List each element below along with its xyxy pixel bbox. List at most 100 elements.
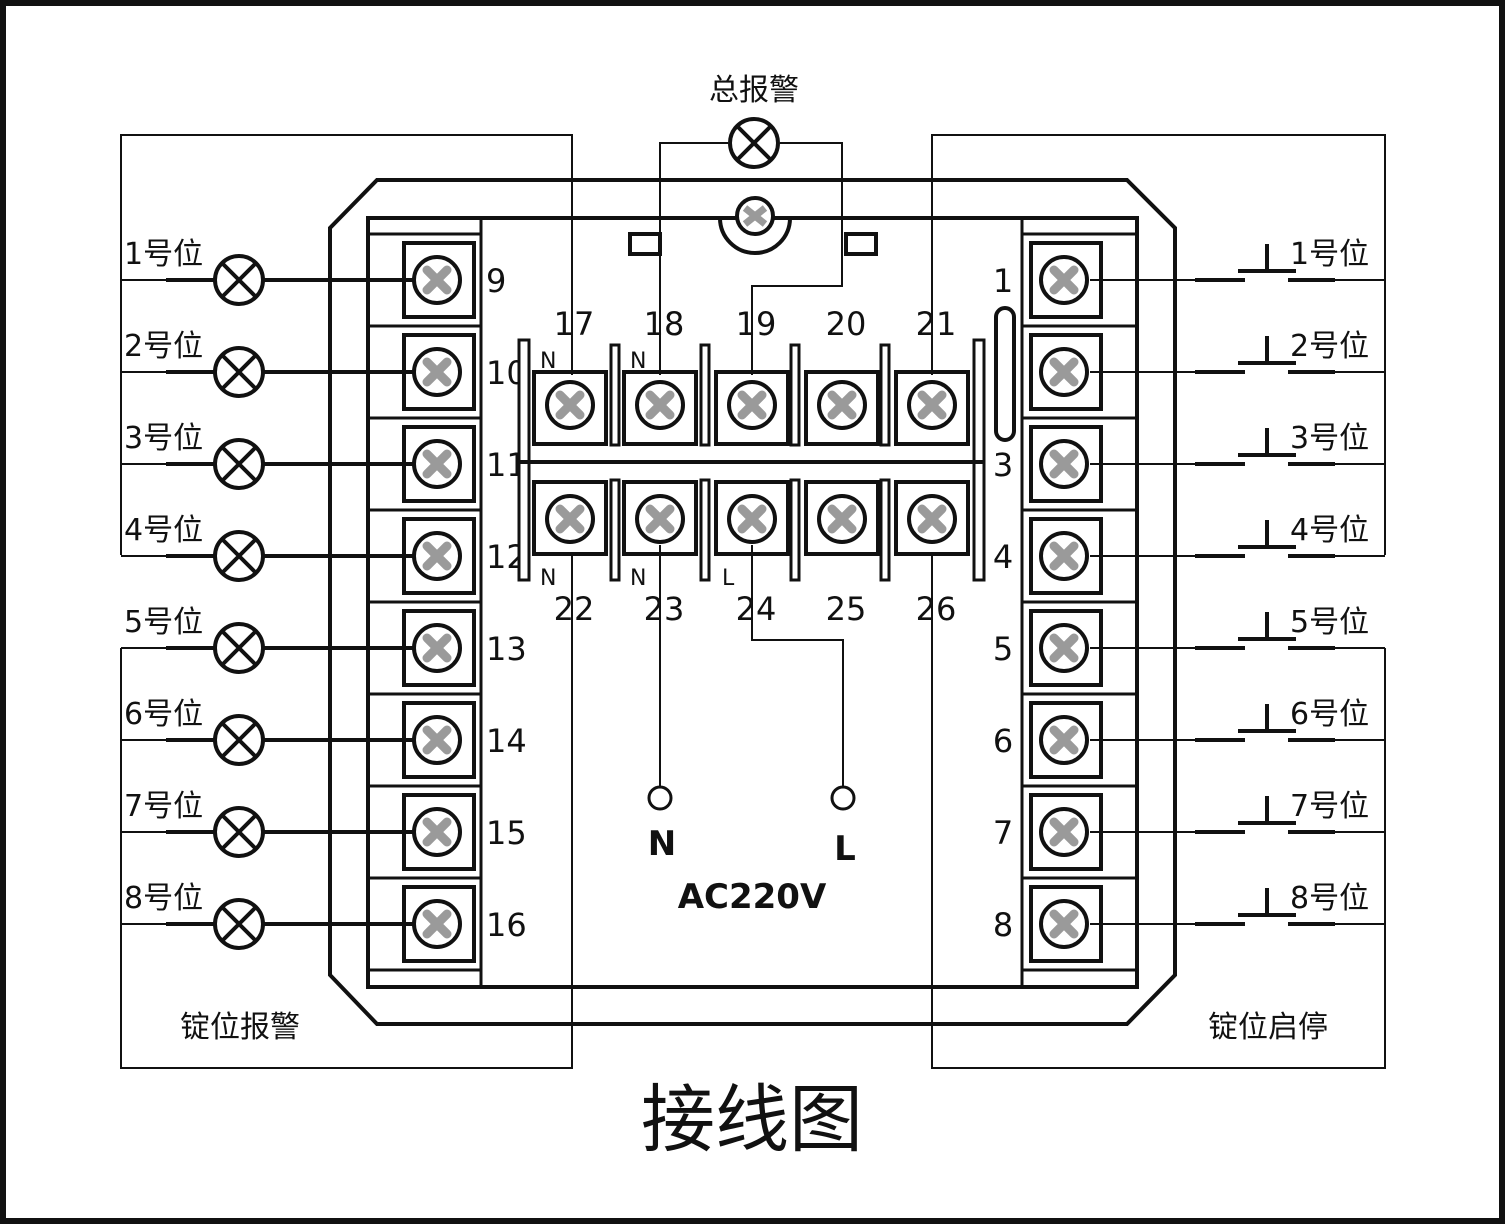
middle-separator — [789, 343, 801, 447]
bottom-row-terminal-number: 26 — [916, 590, 957, 628]
top-row-terminal-mark: N — [540, 349, 556, 374]
bottom-row-terminal-housing — [714, 480, 790, 556]
right-position-label: 2号位 — [1290, 329, 1369, 364]
top-row-terminal-number: 18 — [644, 305, 685, 343]
middle-separator — [879, 478, 891, 582]
power-voltage-label: AC220V — [678, 877, 827, 917]
screw-terminal-icon — [817, 494, 867, 544]
left-position-label: 1号位 — [124, 237, 203, 272]
lamp-icon — [213, 622, 265, 674]
top-screw-housing — [718, 217, 792, 255]
lamp-icon — [213, 806, 265, 858]
screw-terminal-icon — [412, 255, 462, 305]
top-row-terminal-housing — [714, 370, 790, 446]
screw-terminal-icon — [727, 380, 777, 430]
right-position-label: 3号位 — [1290, 421, 1369, 456]
screw-terminal-icon — [635, 380, 685, 430]
right-position-label: 4号位 — [1290, 513, 1369, 548]
bottom-row-terminal-housing — [894, 480, 970, 556]
left-position-label: 4号位 — [124, 513, 203, 548]
lamp-icon — [213, 714, 265, 766]
top-row-terminal-number: 20 — [826, 305, 867, 343]
bottom-row-terminal-number: 22 — [554, 590, 595, 628]
right-terminal-number: 3 — [993, 446, 1013, 484]
left-position-label: 7号位 — [124, 789, 203, 824]
main-alarm-label: 总报警 — [709, 73, 799, 108]
right-terminal-number: 4 — [993, 538, 1013, 576]
middle-separator — [609, 478, 621, 582]
bottom-row-terminal-housing — [804, 480, 880, 556]
middle-separator — [609, 343, 621, 447]
push-button-icon — [1238, 888, 1296, 917]
screw-terminal-icon — [1039, 347, 1089, 397]
bottom-row-terminal-number: 24 — [736, 590, 777, 628]
power-l-terminal-icon — [830, 785, 856, 811]
top-screw-icon — [735, 196, 775, 236]
left-terminal-number: 13 — [486, 630, 527, 668]
push-button-icon — [1238, 244, 1296, 273]
top-row-terminal-number: 21 — [916, 305, 957, 343]
lamp-icon — [213, 346, 265, 398]
alarm-lamp-wire-right — [751, 142, 843, 375]
screw-terminal-icon — [412, 347, 462, 397]
right-switch-common-wire-top — [931, 134, 1386, 555]
push-button-icon — [1238, 796, 1296, 825]
power-l-label: L — [834, 829, 856, 869]
bottom-row-terminal-number: 23 — [644, 590, 685, 628]
right-terminal-number: 6 — [993, 722, 1013, 760]
top-row-terminal-number: 17 — [554, 305, 595, 343]
left-alarm-common-wire-bottom — [120, 555, 573, 1069]
top-row-terminal-mark: N — [630, 349, 646, 374]
middle-separator — [789, 478, 801, 582]
left-position-label: 2号位 — [124, 329, 203, 364]
right-slot — [994, 306, 1016, 442]
screw-terminal-icon — [1039, 439, 1089, 489]
screw-terminal-icon — [1039, 531, 1089, 581]
bottom-row-terminal-housing — [622, 480, 698, 556]
right-switch-common-wire-bottom — [931, 555, 1386, 1069]
top-tab-right — [844, 232, 878, 256]
left-terminal-number: 14 — [486, 722, 527, 760]
middle-separator — [699, 343, 711, 447]
bottom-row-terminal-mark: N — [630, 566, 646, 591]
bottom-row-terminal-mark: N — [540, 566, 556, 591]
left-terminal-number: 9 — [486, 262, 506, 300]
top-tab-left — [628, 232, 662, 256]
lamp-icon — [213, 438, 265, 490]
left-position-label: 3号位 — [124, 421, 203, 456]
left-alarm-common-wire-top — [120, 134, 573, 555]
controller-body-inner — [366, 216, 1139, 989]
push-button-icon — [1238, 612, 1296, 641]
left-terminal-number: 16 — [486, 906, 527, 944]
top-row-terminal-housing — [894, 370, 970, 446]
right-position-label: 7号位 — [1290, 789, 1369, 824]
screw-terminal-icon — [545, 380, 595, 430]
right-terminal-number: 8 — [993, 906, 1013, 944]
screw-terminal-icon — [635, 494, 685, 544]
power-n-label: N — [648, 824, 676, 864]
screw-terminal-icon — [1039, 807, 1089, 857]
screw-terminal-icon — [412, 899, 462, 949]
left-position-label: 5号位 — [124, 605, 203, 640]
lamp-icon — [213, 530, 265, 582]
screw-terminal-icon — [1039, 715, 1089, 765]
push-button-icon — [1238, 704, 1296, 733]
main-alarm-lamp-icon — [728, 117, 780, 169]
screw-terminal-icon — [412, 439, 462, 489]
screw-terminal-icon — [907, 494, 957, 544]
screw-terminal-icon — [412, 531, 462, 581]
push-button-icon — [1238, 336, 1296, 365]
controller-body-outer — [328, 178, 1177, 1026]
push-button-icon — [1238, 428, 1296, 457]
right-group-label: 锭位启停 — [1208, 1010, 1328, 1045]
middle-separator — [879, 343, 891, 447]
screw-terminal-icon — [727, 494, 777, 544]
right-terminal-number: 1 — [993, 262, 1013, 300]
top-row-terminal-housing — [532, 370, 608, 446]
bottom-row-terminal-mark: L — [722, 566, 735, 591]
right-terminal-number: 7 — [993, 814, 1013, 852]
